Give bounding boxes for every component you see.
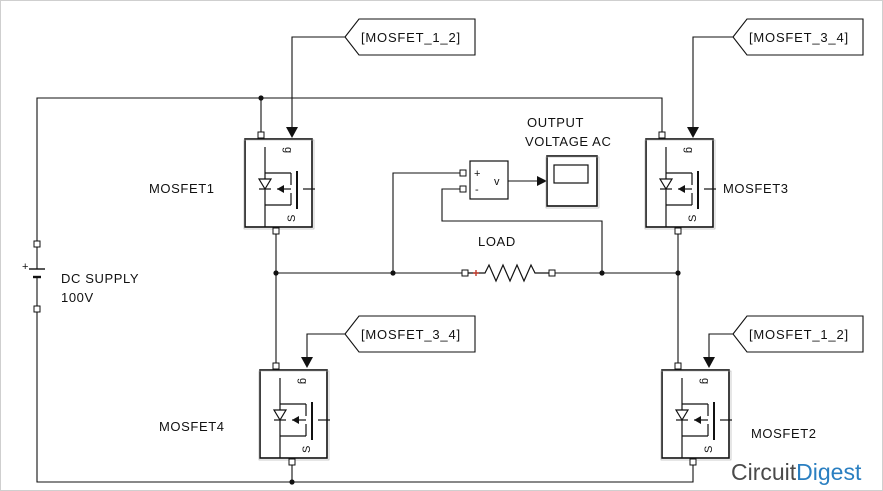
dc-supply-label: DC SUPPLY [61, 271, 139, 286]
mosfet4-block[interactable]: g S [258, 362, 331, 466]
svg-text:CircuitDigest: CircuitDigest [731, 459, 862, 485]
mosfet1-label: MOSFET1 [149, 181, 215, 196]
voltage-sensor-minus: - [475, 184, 479, 196]
goto-tag-bottom-right-label: [MOSFET_1_2] [749, 327, 849, 342]
dc-supply-value: 100V [61, 290, 94, 305]
goto-tag-top-right[interactable]: [MOSFET_3_4] [687, 18, 864, 138]
logo-circuit: Circuit [731, 459, 797, 485]
goto-tag-top-right-label: [MOSFET_3_4] [749, 30, 849, 45]
mosfet1-source-pin: S [286, 215, 298, 222]
junctions [258, 95, 681, 485]
output-scope[interactable] [545, 155, 600, 209]
goto-tag-top-left[interactable]: [MOSFET_1_2] [286, 18, 476, 138]
mosfet2-block[interactable]: g S [660, 362, 733, 466]
output-label-line1: OUTPUT [527, 115, 584, 130]
mosfet2-gate-pin: g [699, 378, 711, 384]
scope-input-arrow [537, 176, 547, 186]
goto-tag-bottom-left-label: [MOSFET_3_4] [361, 327, 461, 342]
circuitdigest-logo: CircuitDigest [731, 459, 862, 485]
mosfet3-block[interactable]: g S [644, 131, 717, 235]
mosfet4-gate-pin: g [297, 378, 309, 384]
mosfet2-source-pin: S [703, 446, 715, 453]
voltage-sensor-v: v [494, 176, 500, 188]
load-resistor[interactable] [461, 263, 556, 283]
goto-tag-bottom-left[interactable]: [MOSFET_3_4] [301, 315, 476, 368]
mosfet2-label: MOSFET2 [751, 426, 817, 441]
mosfet3-source-pin: S [687, 215, 699, 222]
dc-supply[interactable]: + [22, 240, 45, 313]
mosfet3-gate-pin: g [683, 147, 695, 153]
mosfet4-label: MOSFET4 [159, 419, 225, 434]
mosfet1-gate-pin: g [282, 147, 294, 153]
mosfet1-block[interactable]: g S [243, 131, 316, 235]
mosfet3-label: MOSFET3 [723, 181, 789, 196]
goto-tag-bottom-right[interactable]: [MOSFET_1_2] [703, 315, 864, 368]
wires [36, 97, 694, 483]
mosfet4-source-pin: S [301, 446, 313, 453]
output-label-line2: VOLTAGE AC [525, 134, 611, 149]
load-label: LOAD [478, 234, 516, 249]
dc-supply-plus: + [22, 261, 28, 273]
goto-tag-top-left-label: [MOSFET_1_2] [361, 30, 461, 45]
voltage-sensor[interactable]: + - v [459, 160, 509, 200]
voltage-sensor-plus: + [474, 168, 480, 180]
logo-digest: Digest [796, 459, 862, 485]
